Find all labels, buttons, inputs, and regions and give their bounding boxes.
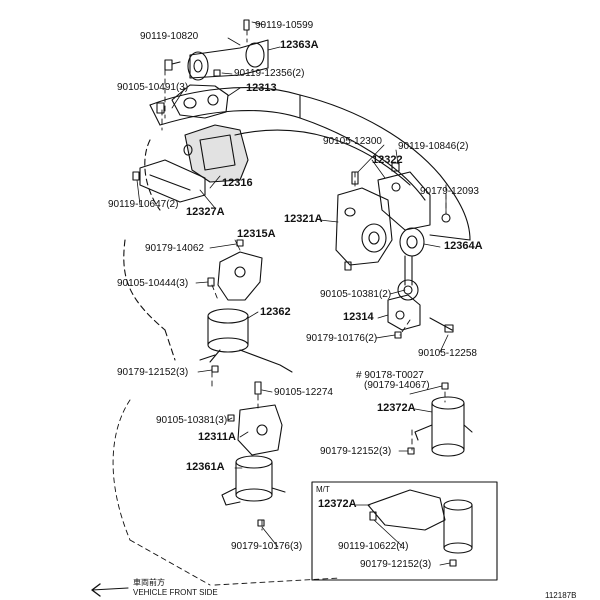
vehicle-front-label-en: VEHICLE FRONT SIDE xyxy=(133,588,218,597)
label-12321A: 12321A xyxy=(284,213,323,225)
label-90105-12274: 90105-12274 xyxy=(274,387,333,398)
mount-12361A-shape xyxy=(221,455,286,527)
mount-12372A-shape xyxy=(407,382,473,457)
mount-12362-shape xyxy=(199,308,293,373)
label-12372A-mt: 12372A xyxy=(318,498,357,510)
label-90178-T0027: # 90178-T0027 xyxy=(356,370,424,381)
label-90179-10176-2: 90179-10176(2) xyxy=(306,333,378,344)
label-12316: 12316 xyxy=(222,177,253,189)
bracket-12316-shape xyxy=(183,124,249,183)
label-12314: 12314 xyxy=(343,311,374,323)
label-90119-10599: 90119-10599 xyxy=(255,20,314,31)
mt-box xyxy=(311,481,498,581)
bracket-12321A-shape xyxy=(335,171,393,271)
label-12315A: 12315A xyxy=(237,228,276,240)
bracket-12315A-shape xyxy=(207,239,263,301)
label-90119-10846: 90119-10846(2) xyxy=(398,141,469,152)
vehicle-front-label-jp: 車両前方 xyxy=(133,578,165,587)
bracket-12311A-shape xyxy=(227,381,283,456)
label-90119-12356: 90119-12356(2) xyxy=(234,68,305,79)
vehicle-front-arrow xyxy=(91,583,129,597)
mount-12364A-shape xyxy=(397,213,451,301)
bracket-12314-shape xyxy=(387,294,454,339)
label-mt: M/T xyxy=(316,485,330,494)
label-90179-10176-3: 90179-10176(3) xyxy=(231,541,303,552)
label-90105-10381-3: 90105-10381(3) xyxy=(156,415,228,426)
label-90179-12152-3a: 90179-12152(3) xyxy=(117,367,189,378)
leader-lines xyxy=(136,21,451,566)
label-90105-12258: 90105-12258 xyxy=(418,348,477,359)
diagram-id: 112187B xyxy=(545,591,577,600)
label-90179-14067: (90179-14067) xyxy=(364,380,430,391)
label-12362: 12362 xyxy=(260,306,291,318)
label-12372A-top: 12372A xyxy=(377,402,416,414)
label-12322: 12322 xyxy=(372,154,403,166)
label-90119-10820: 90119-10820 xyxy=(140,31,199,42)
label-12313: 12313 xyxy=(246,82,277,94)
crossmember-outline xyxy=(123,87,471,361)
label-12364A: 12364A xyxy=(444,240,483,252)
label-90179-14062: 90179-14062 xyxy=(145,243,204,254)
bracket-12322-shape xyxy=(377,162,431,231)
label-12311A: 12311A xyxy=(198,431,236,443)
label-12361A: 12361A xyxy=(186,461,225,473)
label-90119-10647: 90119-10647(2) xyxy=(108,199,179,210)
label-90105-12300: 90105-12300 xyxy=(323,136,382,147)
label-90105-10444: 90105-10444(3) xyxy=(117,278,189,289)
mount-12372A-mt-shape xyxy=(367,489,473,567)
label-90119-10622: 90119-10622(4) xyxy=(338,541,409,552)
plate-12327A-shape xyxy=(132,159,206,203)
label-12363A: 12363A xyxy=(280,39,319,51)
mount-12363A-shape xyxy=(164,19,269,81)
label-90179-12093: 90179-12093 xyxy=(420,186,479,197)
label-90179-12152-3c: 90179-12152(3) xyxy=(360,559,432,570)
bracket-12313-shape xyxy=(156,84,229,119)
label-90179-12152-3b: 90179-12152(3) xyxy=(320,446,392,457)
label-12327A: 12327A xyxy=(186,206,225,218)
label-90105-10381-2: 90105-10381(2) xyxy=(320,289,392,300)
label-90105-10491: 90105-10491(3) xyxy=(117,82,189,93)
